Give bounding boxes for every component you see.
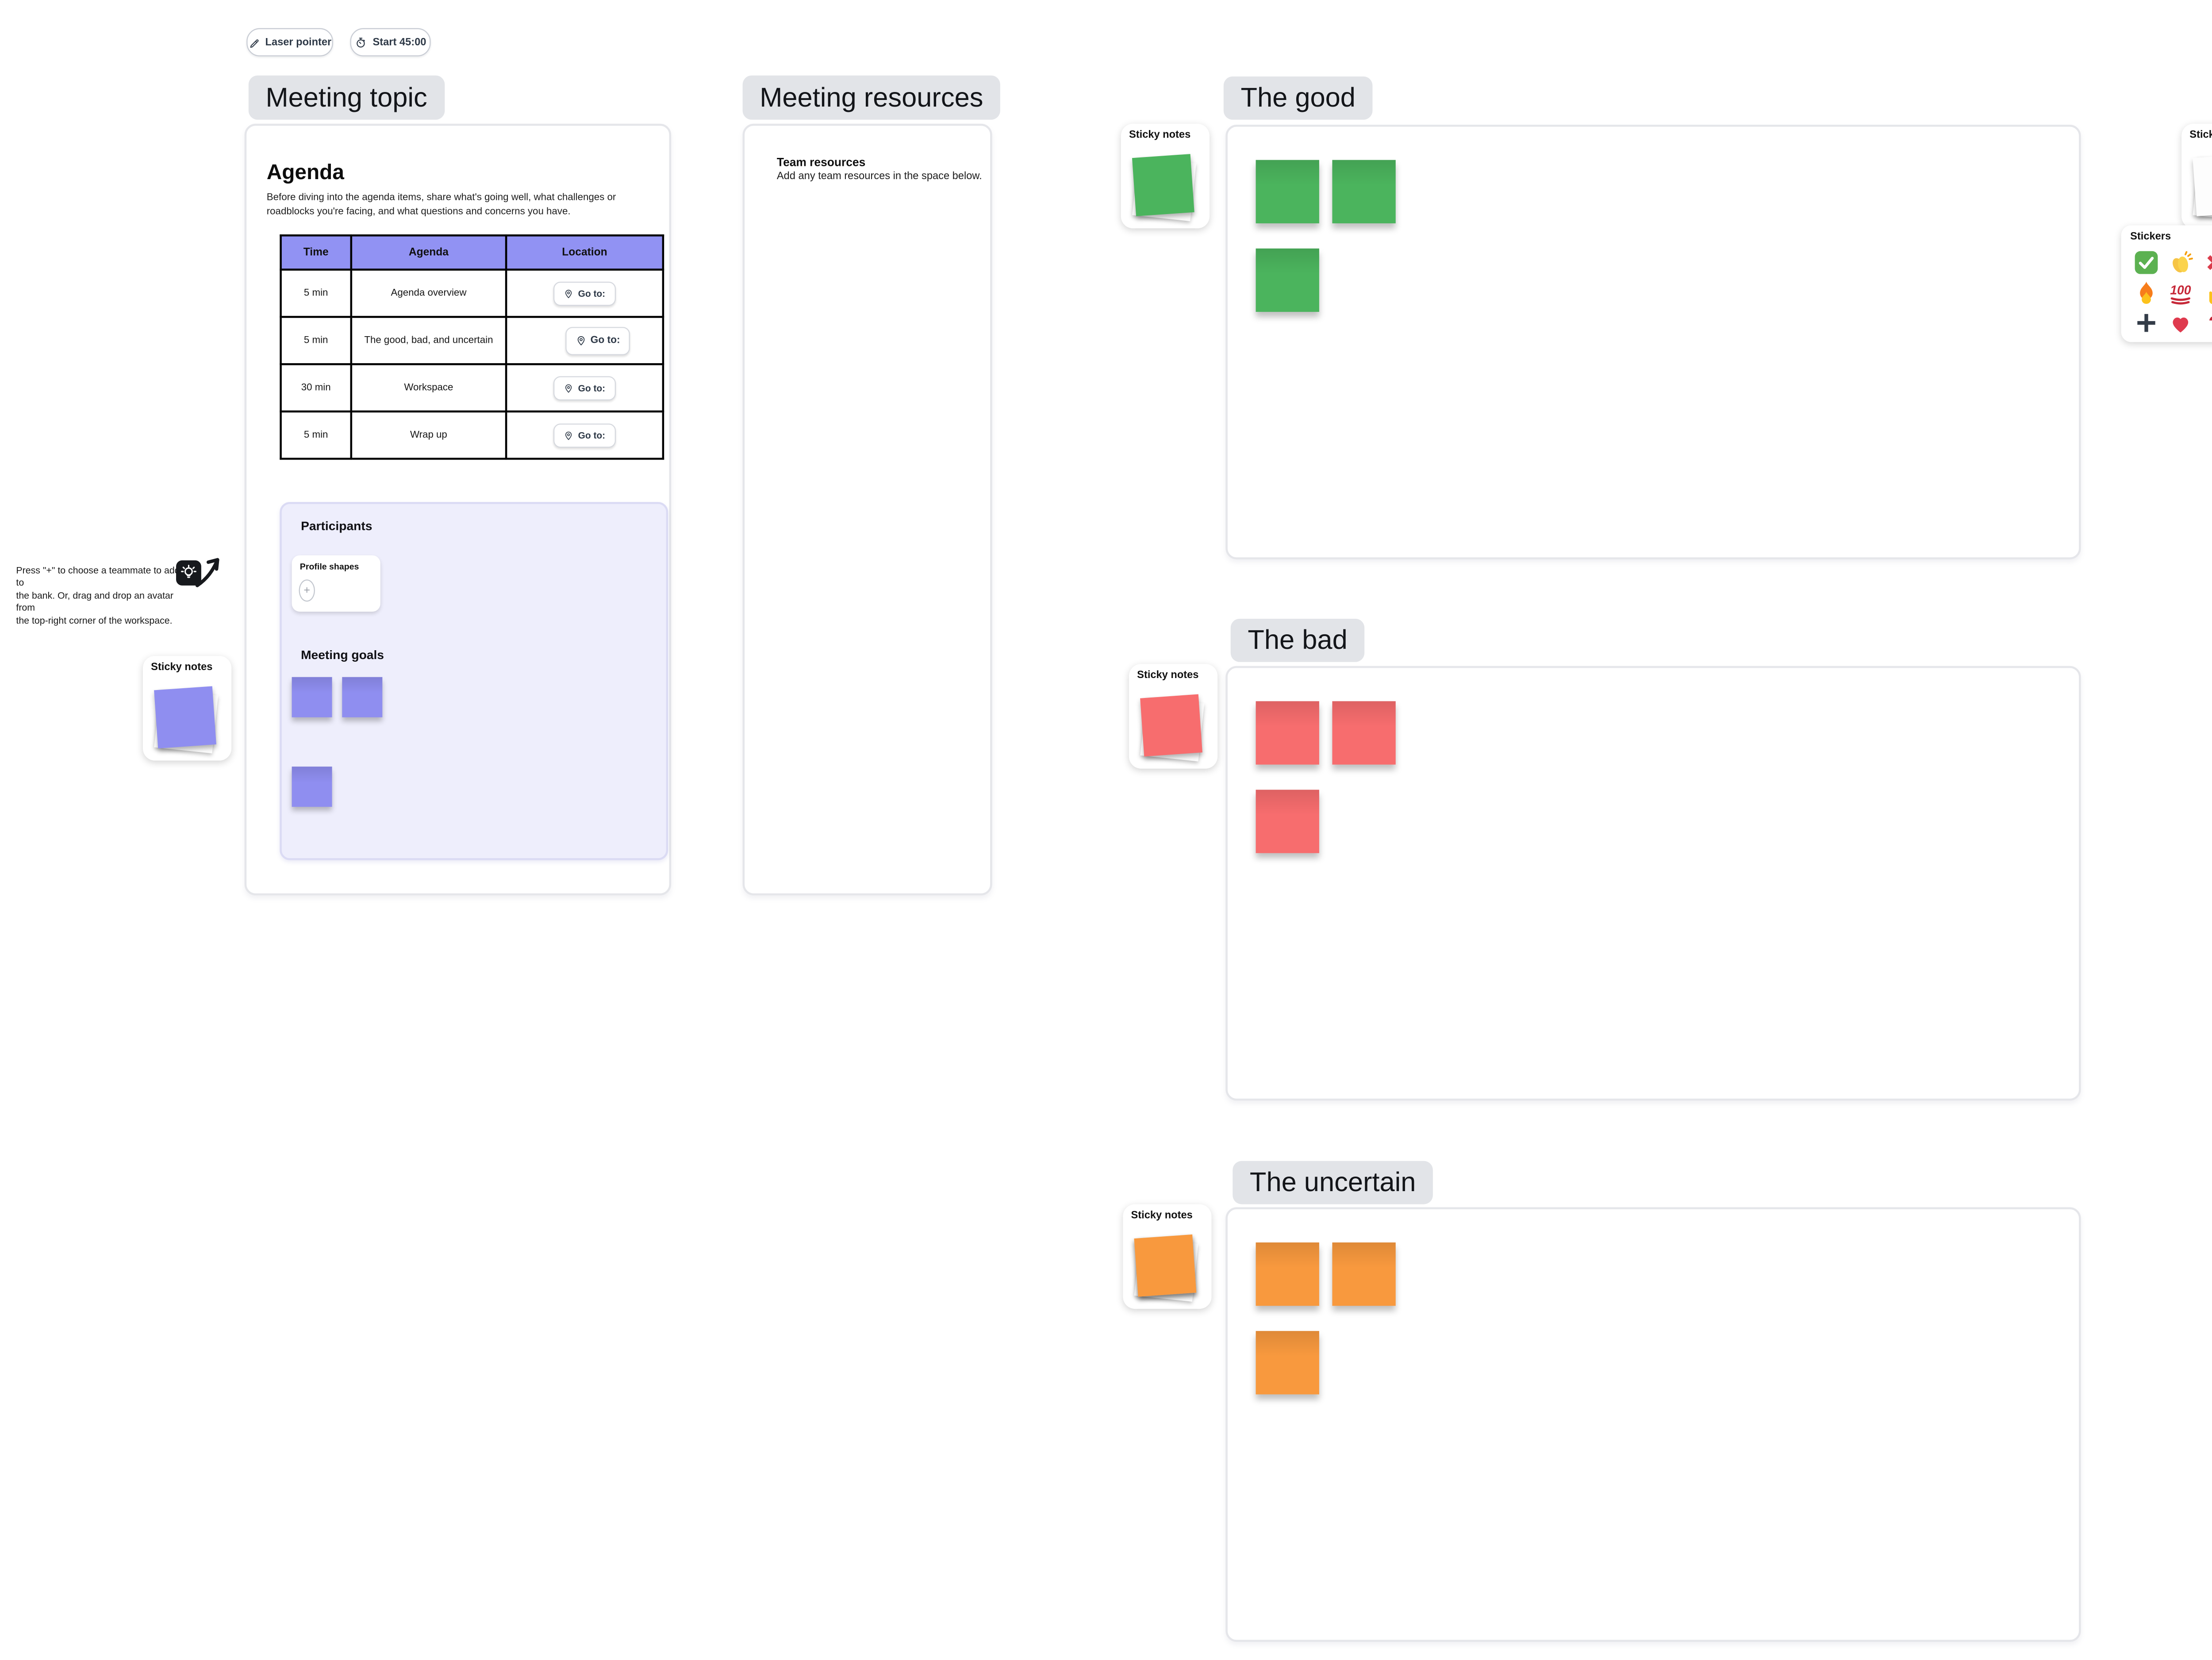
laser-pointer-label: Laser pointer [265, 37, 332, 48]
sticky-note-bad[interactable] [1256, 701, 1319, 765]
tip-text: Press "+" to choose a teammate to add to… [16, 564, 180, 625]
go-to-button[interactable]: Go to: [554, 376, 615, 400]
sticker-check-icon[interactable] [2133, 249, 2159, 276]
location-pin-icon [566, 289, 572, 298]
stickers-card: Stickers 100 [2121, 225, 2212, 342]
location-pin-icon [577, 336, 584, 345]
participants-card: Participants Profile shapes + Meeting go… [280, 502, 668, 860]
sticker-hundred-points-icon[interactable]: 100 [2167, 280, 2193, 306]
table-row: 5 min The good, bad, and uncertain Go to… [280, 316, 664, 365]
curved-arrow-icon [195, 558, 219, 587]
section-title-the-good[interactable]: The good [1223, 76, 1373, 120]
sticky-note-good[interactable] [1256, 248, 1319, 312]
start-timer-label: Start 45:00 [373, 37, 426, 48]
meeting-resources-panel [742, 123, 992, 896]
team-resources-heading: Team resources [776, 156, 866, 169]
sticky-notes-stack-purple[interactable]: Sticky notes [142, 656, 232, 761]
sticky-note-good[interactable] [1332, 160, 1396, 223]
section-title-the-bad[interactable]: The bad [1230, 618, 1365, 662]
sticky-notes-stack-red[interactable]: Sticky notes [1129, 664, 1218, 769]
sticker-index-pointing-up-icon[interactable] [2202, 280, 2212, 306]
col-header-location: Location [505, 234, 664, 271]
sticky-notes-stack-orange[interactable]: Sticky notes [1123, 1204, 1212, 1309]
sticker-question-mark-icon[interactable]: ? [2202, 310, 2212, 336]
svg-text:100: 100 [2170, 284, 2191, 298]
stickers-grid: 100 ? [2129, 248, 2212, 338]
go-to-button[interactable]: Go to: [554, 281, 615, 306]
sticky-note-good[interactable] [1256, 160, 1319, 223]
section-title-meeting-topic[interactable]: Meeting topic [248, 75, 445, 120]
sticker-heart-icon[interactable] [2167, 310, 2193, 336]
section-title-the-uncertain[interactable]: The uncertain [1233, 1161, 1433, 1204]
meeting-goal-note[interactable] [342, 677, 383, 717]
sticky-pile [1134, 1234, 1198, 1301]
location-pin-icon [566, 383, 572, 392]
agenda-heading: Agenda [266, 161, 344, 184]
sticker-plus-icon[interactable] [2133, 310, 2159, 336]
sticky-pile [1140, 694, 1205, 762]
laser-pointer-button[interactable]: Laser pointer [246, 28, 333, 57]
profile-shapes-card: Profile shapes + [292, 555, 380, 612]
stickers-heading: Stickers [2130, 231, 2171, 243]
meeting-goal-note[interactable] [292, 767, 332, 807]
participants-heading: Participants [301, 519, 373, 533]
profile-shapes-label: Profile shapes [300, 561, 359, 571]
team-resources-body: Add any team resources in the space belo… [776, 171, 982, 182]
meeting-goals-heading: Meeting goals [301, 648, 384, 662]
agenda-table: Time Agenda Location 5 min Agenda overvi… [280, 234, 664, 460]
agenda-description: Before diving into the agenda items, sha… [266, 192, 616, 218]
sticker-fire-icon[interactable] [2133, 280, 2159, 306]
table-row: 5 min Wrap up Go to: [280, 410, 664, 460]
plus-icon: + [303, 584, 311, 597]
sticky-pile [1132, 154, 1197, 222]
table-row: 30 min Workspace Go to: [280, 363, 664, 413]
meeting-goal-note[interactable] [292, 677, 332, 717]
stopwatch-icon [357, 37, 365, 47]
sticky-notes-stack-green[interactable]: Sticky notes [1121, 123, 1210, 229]
start-timer-button[interactable]: Start 45:00 [350, 28, 431, 57]
sticky-note-uncertain[interactable] [1256, 1242, 1319, 1306]
go-to-button[interactable]: Go to: [565, 326, 630, 355]
sticky-notes-stack-white[interactable]: Sticky notes [2181, 123, 2212, 229]
table-row: 5 min Agenda overview Go to: [280, 268, 664, 318]
section-title-meeting-resources[interactable]: Meeting resources [742, 75, 1001, 120]
sticky-note-uncertain[interactable] [1256, 1331, 1319, 1395]
sticker-clapping-hands-icon[interactable] [2167, 249, 2193, 276]
col-header-agenda: Agenda [350, 234, 507, 271]
go-to-button[interactable]: Go to: [554, 423, 615, 448]
sticker-cross-icon[interactable] [2202, 249, 2212, 276]
sticky-note-uncertain[interactable] [1332, 1242, 1396, 1306]
agenda-table-header-row: Time Agenda Location [280, 234, 664, 271]
location-pin-icon [566, 431, 572, 440]
sticky-pile [2193, 154, 2212, 222]
lightbulb-icon [176, 560, 201, 586]
add-participant-button[interactable]: + [299, 579, 315, 602]
sticky-pile [154, 686, 219, 754]
sticky-note-bad[interactable] [1256, 790, 1319, 853]
col-header-time: Time [280, 234, 353, 271]
sticky-note-bad[interactable] [1332, 701, 1396, 765]
pen-icon [250, 39, 258, 48]
svg-text:?: ? [2208, 312, 2212, 335]
